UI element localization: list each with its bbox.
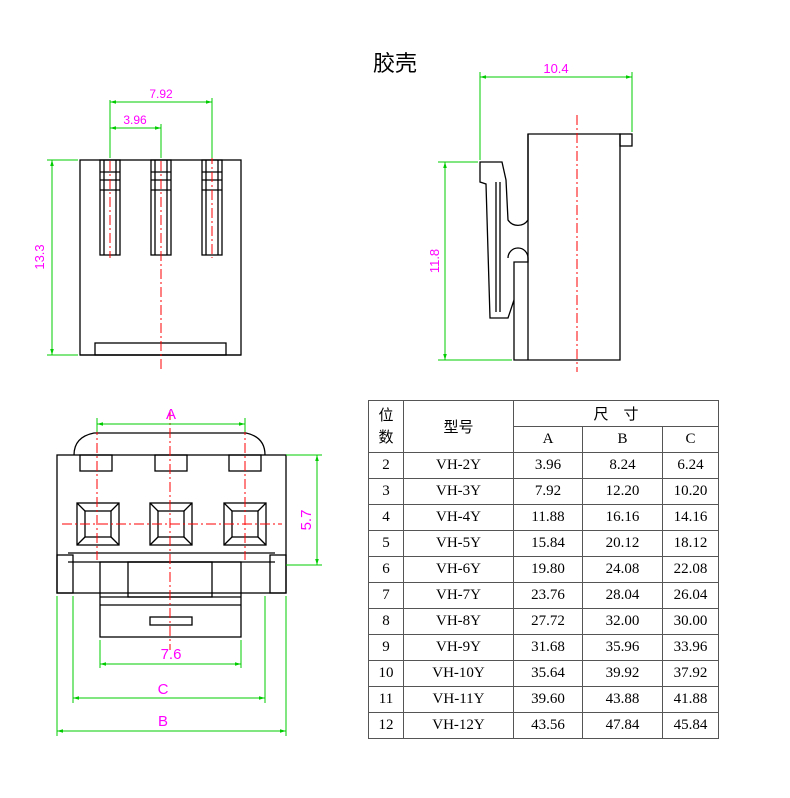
cell-position: 10 [368,660,404,687]
cell-a: 7.92 [513,478,583,505]
cell-a: 3.96 [513,452,583,479]
cell-position: 11 [368,686,404,713]
cell-a: 31.68 [513,634,583,661]
cell-c: 30.00 [662,608,719,635]
cell-b: 20.12 [582,530,663,557]
cell-b: 39.92 [582,660,663,687]
header-c: C [662,426,719,453]
top-view-centerlines [62,410,282,650]
cell-b: 16.16 [582,504,663,531]
cell-c: 10.20 [662,478,719,505]
header-b: B [582,426,663,453]
cell-model: VH-3Y [403,478,514,505]
cell-position: 7 [368,582,404,609]
dim-pitch-single: 3.96 [123,113,147,127]
side-view [479,133,633,361]
cell-model: VH-11Y [403,686,514,713]
slot-2 [150,159,172,256]
drawing-title: 胶壳 [372,52,417,77]
cell-c: 33.96 [662,634,719,661]
cell-b: 32.00 [582,608,663,635]
cell-c: 22.08 [662,556,719,583]
cell-position: 3 [368,478,404,505]
cell-b: 47.84 [582,712,663,739]
dim-height: 13.3 [32,244,47,269]
cell-position: 6 [368,556,404,583]
cell-b: 24.08 [582,556,663,583]
cell-model: VH-6Y [403,556,514,583]
header-a: A [513,426,583,453]
cell-a: 15.84 [513,530,583,557]
dim-depth: 5.7 [298,510,315,531]
side-view-outline [479,133,621,361]
cell-position: 8 [368,608,404,635]
cell-c: 14.16 [662,504,719,531]
header-position: 位 数 [368,400,404,453]
top-view-dimensions [56,418,322,736]
cell-model: VH-7Y [403,582,514,609]
header-size: 尺 寸 [513,400,719,427]
cell-b: 12.20 [582,478,663,505]
cell-model: VH-5Y [403,530,514,557]
cell-position: 2 [368,452,404,479]
cell-c: 45.84 [662,712,719,739]
cell-position: 9 [368,634,404,661]
cell-a: 39.60 [513,686,583,713]
dim-a: A [166,406,176,423]
cell-model: VH-8Y [403,608,514,635]
top-view [56,432,287,638]
cell-a: 11.88 [513,504,583,531]
cell-b: 28.04 [582,582,663,609]
cell-a: 23.76 [513,582,583,609]
cell-model: VH-12Y [403,712,514,739]
cell-model: VH-9Y [403,634,514,661]
cell-model: VH-4Y [403,504,514,531]
cell-b: 35.96 [582,634,663,661]
dim-pitch-double: 7.92 [149,87,173,101]
dim-side-width: 10.4 [543,61,568,76]
cell-model: VH-10Y [403,660,514,687]
cell-model: VH-2Y [403,452,514,479]
cell-c: 26.04 [662,582,719,609]
cell-position: 5 [368,530,404,557]
cell-a: 35.64 [513,660,583,687]
dim-side-height: 11.8 [427,249,442,273]
cell-b: 8.24 [582,452,663,479]
cell-a: 43.56 [513,712,583,739]
side-view-dimensions [438,72,633,361]
cell-c: 6.24 [662,452,719,479]
dim-inner-width: 7.6 [161,646,182,663]
dim-b: B [158,713,168,730]
front-view-dimensions [47,98,213,356]
cell-a: 27.72 [513,608,583,635]
cell-c: 18.12 [662,530,719,557]
header-model: 型号 [403,400,514,453]
cell-c: 41.88 [662,686,719,713]
cell-a: 19.80 [513,556,583,583]
cell-position: 4 [368,504,404,531]
cell-b: 43.88 [582,686,663,713]
cell-position: 12 [368,712,404,739]
dim-c: C [158,681,169,698]
cell-c: 37.92 [662,660,719,687]
